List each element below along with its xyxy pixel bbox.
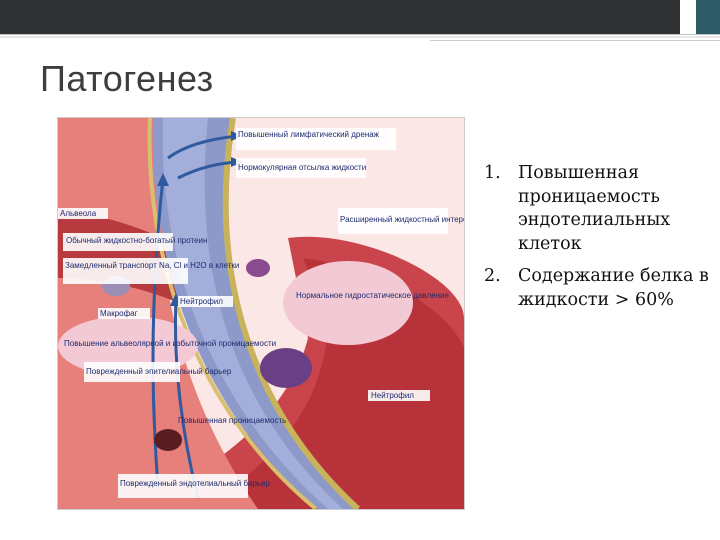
label-protein-rich: Обычный жидкостно-богатый протеин (66, 236, 207, 245)
label-neutrophil-1: Нейтрофил (180, 297, 223, 306)
label-increased-perm-1: Повышение альвеолярной и избыточной прон… (64, 339, 276, 348)
list-item: 1. Повышенная проницаемость эндотелиальн… (478, 162, 714, 256)
label-epithelial-barrier: Поврежденный эпителиальный барьер (86, 367, 232, 376)
list-text: Повышенная проницаемость эндотелиальных … (518, 163, 670, 254)
label-normal-outflow: Нормокулярная отсылка жидкости (238, 163, 366, 172)
label-top-left: Альвеола (60, 209, 97, 218)
list-text: Содержание белка в жидкости > 60% (518, 266, 709, 310)
top-light-line (0, 36, 720, 38)
top-accent-block (696, 0, 720, 34)
label-transport: Замедленный транспорт Na, Cl и H2O в кле… (65, 261, 239, 270)
top-decoration (0, 0, 720, 34)
label-endothelial-barrier: Поврежденный эндотелиальный барьер (120, 479, 270, 488)
label-lymph-drain: Повышенный лимфатический дренаж (238, 130, 380, 139)
figure-illustration: Повышенный лимфатический дренаж Нормокул… (58, 118, 464, 509)
label-expanded-interstitium: Расширенный жидкостный интерстиций (340, 215, 464, 224)
list-item: 2. Содержание белка в жидкости > 60% (478, 265, 714, 312)
right-ruler-line (430, 40, 720, 41)
list-marker: 2. (484, 265, 501, 289)
pathogenesis-list: 1. Повышенная проницаемость эндотелиальн… (478, 162, 714, 321)
label-macrophage: Макрофаг (100, 309, 138, 318)
list-marker: 1. (484, 162, 501, 186)
top-dark-bar (0, 0, 680, 34)
slide-title: Патогенез (40, 58, 214, 100)
label-increased-perm-2: Повышенная проницаемость (178, 416, 286, 425)
pathogenesis-figure: Повышенный лимфатический дренаж Нормокул… (57, 117, 465, 510)
label-normal-pressure: Нормальное гидростатическое давление (296, 291, 449, 300)
label-neutrophil-2: Нейтрофил (371, 391, 414, 400)
top-divider (0, 34, 720, 35)
